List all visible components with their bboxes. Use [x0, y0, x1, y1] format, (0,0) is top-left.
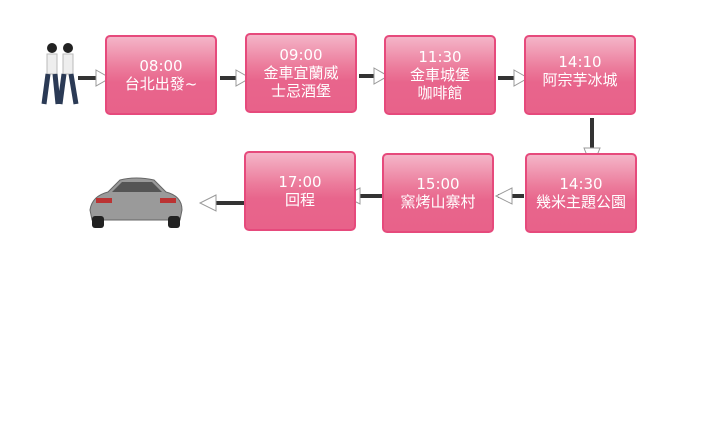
step-time: 14:30	[559, 175, 603, 193]
step-place-line2: 咖啡館	[417, 84, 463, 102]
step-place: 窯烤山寨村	[400, 193, 476, 211]
step-time: 14:10	[558, 53, 602, 71]
arrowhead	[198, 194, 217, 212]
step-time: 17:00	[278, 173, 322, 191]
step-place: 阿宗芋冰城	[542, 71, 618, 89]
step-box: 08:00 台北出發~	[105, 35, 217, 115]
step-place: 台北出發~	[124, 75, 198, 93]
step-box: 09:00 金車宜蘭威 士忌酒堡	[245, 33, 357, 113]
step-time: 09:00	[279, 46, 323, 64]
step-box: 14:30 幾米主題公園	[525, 153, 637, 233]
step-place: 金車宜蘭威	[263, 64, 339, 82]
arrowhead	[494, 187, 513, 205]
step-time: 08:00	[139, 57, 183, 75]
step-time: 15:00	[416, 175, 460, 193]
walking-couple-icon	[41, 43, 79, 105]
step-box: 17:00 回程	[244, 151, 356, 231]
step-box: 15:00 窯烤山寨村	[382, 153, 494, 233]
arrowhead	[95, 69, 112, 87]
car-icon	[89, 177, 183, 228]
step-time: 11:30	[418, 48, 462, 66]
step-place: 幾米主題公園	[535, 193, 626, 211]
step-box: 14:10 阿宗芋冰城	[524, 35, 636, 115]
arrowhead	[373, 67, 390, 85]
step-place: 金車城堡	[409, 66, 470, 84]
step-place: 回程	[284, 191, 315, 209]
arrowhead	[235, 69, 252, 87]
step-box: 11:30 金車城堡 咖啡館	[384, 35, 496, 115]
arrowhead	[513, 69, 530, 87]
step-place-line2: 士忌酒堡	[270, 82, 331, 100]
